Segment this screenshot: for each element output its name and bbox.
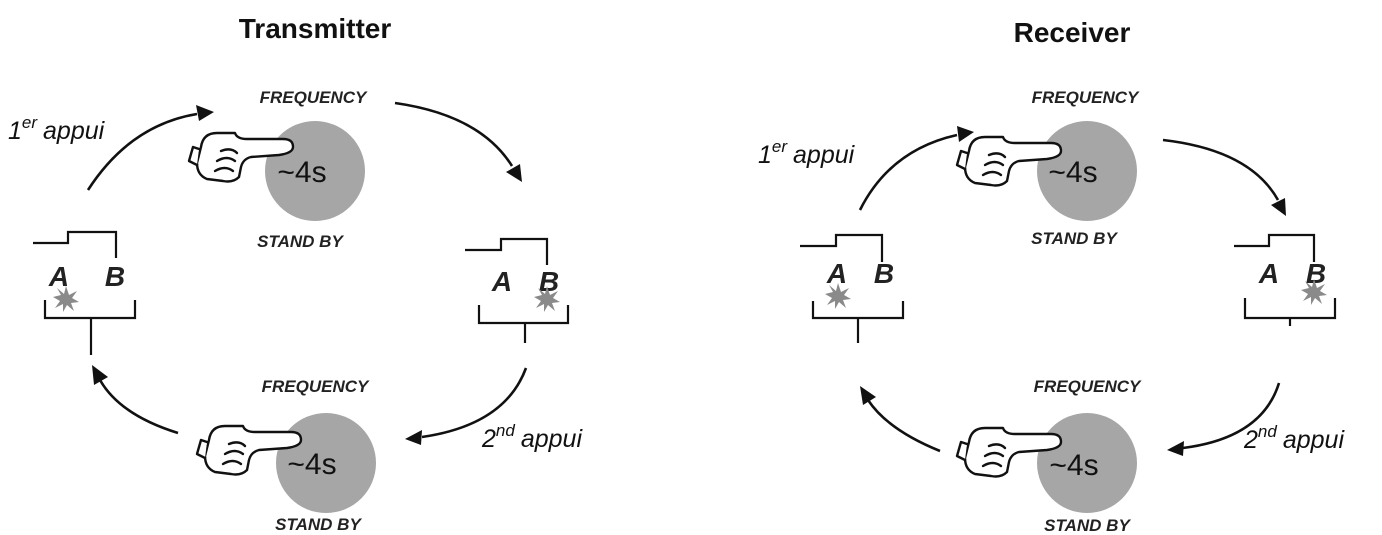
arrow-icon bbox=[858, 133, 958, 211]
transmitter-panel: Transmitter FREQUENCY ~4s STAND BY FREQU… bbox=[8, 13, 583, 534]
transmitter-bottom-standby: STAND BY bbox=[275, 515, 362, 534]
arrow-icon bbox=[405, 430, 422, 445]
receiver-right-led-a: A bbox=[1258, 258, 1279, 289]
transmitter-left-led-block: A B bbox=[33, 230, 137, 355]
transmitter-bottom-frequency-label: FREQUENCY bbox=[262, 377, 370, 396]
receiver-left-led-block: A B bbox=[800, 233, 905, 343]
arrow-icon bbox=[421, 367, 528, 439]
arrow-icon bbox=[866, 399, 941, 453]
receiver-right-led-b: B bbox=[1306, 258, 1326, 289]
arrow-icon bbox=[196, 105, 214, 121]
transmitter-right-led-b: B bbox=[539, 266, 559, 297]
receiver-top-frequency-label: FREQUENCY bbox=[1032, 88, 1140, 107]
arrow-icon bbox=[506, 164, 522, 182]
arrow-icon bbox=[1271, 198, 1286, 216]
receiver-bottom-timer: ~4s bbox=[1049, 449, 1098, 482]
arrow-icon bbox=[860, 386, 876, 405]
receiver-bottom-frequency-label: FREQUENCY bbox=[1034, 377, 1142, 396]
receiver-panel: Receiver FREQUENCY ~4s STAND BY FREQUENC… bbox=[758, 17, 1345, 535]
receiver-top-standby: STAND BY bbox=[1031, 229, 1118, 248]
receiver-title: Receiver bbox=[1014, 17, 1131, 48]
receiver-bottom-timer-circle bbox=[1037, 413, 1137, 513]
transmitter-right-led-block: A B bbox=[465, 237, 570, 343]
transmitter-title: Transmitter bbox=[239, 13, 392, 44]
receiver-top-timer: ~4s bbox=[1048, 156, 1097, 189]
transmitter-top-frequency-label: FREQUENCY bbox=[260, 88, 368, 107]
receiver-left-led-a: A bbox=[826, 258, 847, 289]
arrow-icon bbox=[86, 112, 198, 191]
receiver-top-timer-circle bbox=[1037, 121, 1137, 221]
receiver-left-led-b: B bbox=[874, 258, 894, 289]
transmitter-bottom-timer: ~4s bbox=[287, 448, 336, 481]
arrow-icon bbox=[394, 101, 514, 167]
transmitter-left-led-a: A bbox=[48, 261, 69, 292]
arrow-icon bbox=[1162, 138, 1280, 201]
transmitter-top-timer: ~4s bbox=[277, 156, 326, 189]
arrow-icon bbox=[92, 365, 108, 385]
receiver-bottom-standby: STAND BY bbox=[1044, 516, 1131, 535]
receiver-right-led-block: A B bbox=[1234, 233, 1337, 326]
arrow-icon bbox=[1182, 382, 1281, 450]
arrow-icon bbox=[1167, 441, 1184, 456]
transmitter-top-standby: STAND BY bbox=[257, 232, 344, 251]
arrow-icon bbox=[98, 379, 179, 435]
arrow-icon bbox=[957, 126, 974, 142]
transmitter-left-led-b: B bbox=[105, 261, 125, 292]
transmitter-right-led-a: A bbox=[491, 266, 512, 297]
